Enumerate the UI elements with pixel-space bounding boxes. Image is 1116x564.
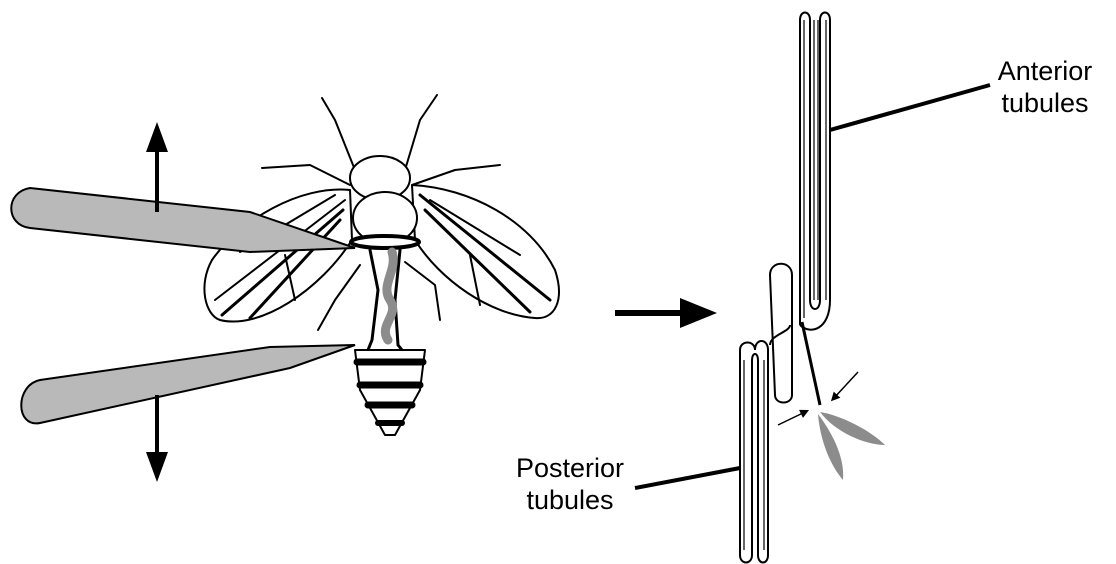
gut-outline (368, 250, 378, 350)
anterior-label-line2: tubules (985, 87, 1105, 119)
fly-leg-hind-right (405, 262, 440, 320)
posterior-leader (635, 468, 740, 488)
cut-arrow (778, 412, 805, 425)
gut-fill (385, 252, 393, 340)
fly-leg-mid-left (262, 165, 350, 185)
posterior-tubules-label: Posterior tubules (500, 452, 640, 516)
anterior-label-line1: Anterior (985, 55, 1105, 87)
cut-arrow (834, 372, 858, 398)
pull-arrow-down (146, 395, 168, 482)
anterior-tubules-label: Anterior tubules (985, 55, 1105, 119)
pull-arrow-up (146, 122, 168, 212)
fly-leg-front-left (322, 98, 355, 170)
forceps-lower (21, 345, 355, 423)
fly-leg-mid-right (412, 165, 500, 185)
anterior-leader (830, 85, 990, 130)
malpighian-tubules (740, 13, 830, 563)
posterior-label-line1: Posterior (500, 452, 640, 484)
fly-leg-front-right (405, 95, 437, 170)
transition-arrow (615, 298, 717, 328)
fly-illustration (204, 95, 558, 435)
ureter (802, 322, 820, 405)
posterior-label-line2: tubules (500, 484, 640, 516)
fly-neck-ring (351, 236, 419, 248)
